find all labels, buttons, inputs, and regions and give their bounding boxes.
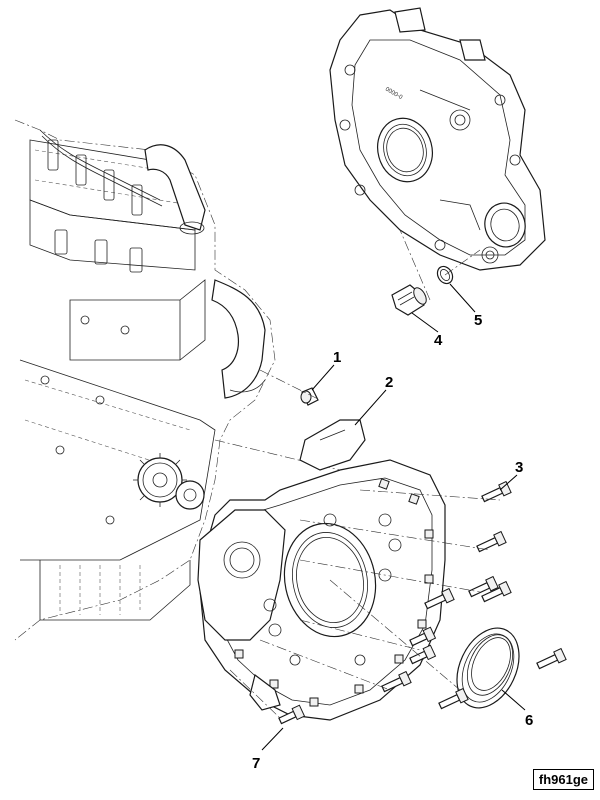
callout-5: 5	[474, 312, 482, 329]
callout-7: 7	[252, 755, 260, 772]
callout-1: 1	[333, 349, 341, 366]
engine-block	[14, 119, 276, 641]
leader-lines	[261, 283, 526, 751]
flywheel-housing	[197, 419, 446, 721]
drain-plug	[391, 284, 427, 316]
callout-3: 3	[515, 459, 523, 476]
housing-bolts	[278, 480, 567, 725]
callout-2: 2	[385, 374, 393, 391]
callout-6: 6	[525, 712, 533, 729]
callout-4: 4	[434, 332, 443, 349]
lower-bolt	[278, 704, 306, 725]
explosion-lines	[229, 229, 501, 719]
dowel-pin	[300, 387, 319, 406]
figure-id-label: fh961ge	[532, 769, 594, 790]
flywheel-housing-rear-view: 0000-0	[329, 7, 546, 271]
rear-crank-seal	[456, 627, 520, 709]
